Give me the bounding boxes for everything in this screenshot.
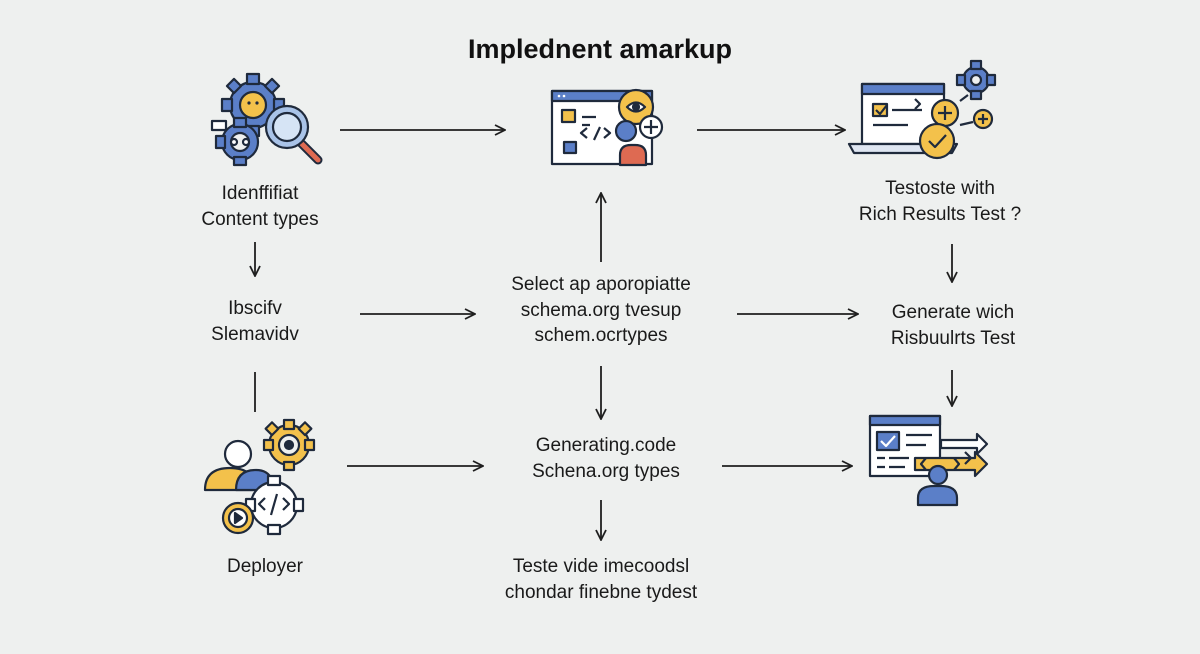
step-label-identify-line: Content types	[201, 208, 319, 230]
step-label-generate-line: Generate wich	[891, 302, 1015, 323]
step-label-testrich: Testoste with Rich Results Test ?	[825, 176, 1055, 227]
team-gear-code-icon	[203, 418, 316, 536]
step-label-deploy: Deployer	[190, 554, 340, 580]
step-label-testvide-line: chondar finebne tydest	[504, 581, 698, 603]
step-label-classify-line: Ibscifv	[228, 298, 282, 319]
checklist-code-person-icon	[868, 414, 989, 507]
step-label-deploy-line: Deployer	[226, 556, 304, 577]
step-label-generating: Generating.code Schena.org types	[495, 433, 717, 484]
gear-magnifier-icon	[210, 72, 323, 167]
step-label-identify-line: Idenffifiat	[221, 183, 299, 204]
code-window-icon	[550, 88, 664, 167]
step-label-classify-line: Slemavidv	[211, 323, 299, 345]
step-label-select: Select ap aporopiatte schema.org tvesup …	[470, 272, 732, 349]
step-label-generate-line: Risbuulrts Test	[890, 327, 1016, 349]
step-label-testvide: Teste vide imecoodsl chondar finebne tyd…	[470, 554, 732, 605]
step-label-select-line: schema.org tvesup	[520, 299, 682, 321]
step-label-testvide-line: Teste vide imecoodsl	[512, 556, 690, 577]
step-label-testrich-line: Rich Results Test ?	[858, 203, 1022, 225]
step-label-testrich-line: Testoste with	[885, 178, 995, 199]
step-label-identify: Idenffifiat Content types	[150, 181, 370, 232]
step-label-classify: Ibscifv Slemavidv	[160, 296, 350, 347]
step-label-select-line: schem.ocrtypes	[534, 325, 668, 347]
laptop-check-icon	[847, 59, 997, 160]
step-label-generating-line: Schena.org types	[532, 460, 680, 482]
step-label-generating-line: Generating.code	[535, 435, 677, 456]
step-label-generate: Generate wich Risbuulrts Test	[848, 300, 1058, 351]
step-label-select-line: Select ap aporopiatte	[511, 274, 691, 295]
diagram-title: Implednent amarkup	[467, 34, 733, 64]
